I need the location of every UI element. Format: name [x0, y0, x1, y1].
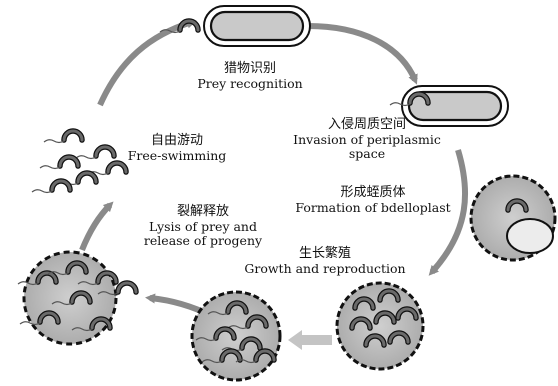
label-en-line1: Lysis of prey and	[138, 220, 268, 234]
free-swimming-group	[32, 131, 126, 193]
label-bdelloplast: 形成蛭质体 Formation of bdelloplast	[288, 186, 458, 215]
label-growth: 生长繁殖 Growth and reproduction	[240, 247, 410, 276]
prey-cell-recognition	[160, 6, 310, 46]
label-en: Prey recognition	[190, 77, 310, 91]
arrow-lysis-to-freeswim	[82, 205, 110, 250]
label-zh: 裂解释放	[138, 205, 268, 220]
lysis-cell	[18, 252, 136, 344]
label-en: Free-swimming	[122, 149, 232, 163]
label-zh: 入侵周质空间	[282, 118, 452, 133]
label-en: Formation of bdelloplast	[288, 201, 458, 215]
label-zh: 猎物识别	[190, 62, 310, 77]
label-en-line2: space	[282, 147, 452, 161]
arrow-lysis-head	[288, 330, 302, 350]
label-free-swimming: 自由游动 Free-swimming	[122, 134, 232, 163]
reproduction-cell	[337, 283, 423, 369]
label-en-line1: Invasion of periplasmic	[282, 133, 452, 147]
label-en: Growth and reproduction	[240, 262, 410, 276]
label-lysis: 裂解释放 Lysis of prey and release of progen…	[138, 205, 268, 249]
arrow-recognition-to-invasion	[308, 26, 415, 80]
label-en-line2: release of progeny	[138, 234, 268, 248]
arrow-freeswim-to-recognition	[100, 22, 192, 105]
label-prey-recognition: 猎物识别 Prey recognition	[190, 62, 310, 91]
label-zh: 自由游动	[122, 134, 232, 149]
progeny-cell	[192, 292, 280, 380]
label-zh: 生长繁殖	[240, 247, 410, 262]
label-zh: 形成蛭质体	[288, 186, 458, 201]
label-invasion: 入侵周质空间 Invasion of periplasmic space	[282, 118, 452, 162]
bdelloplast-cell	[471, 176, 555, 260]
